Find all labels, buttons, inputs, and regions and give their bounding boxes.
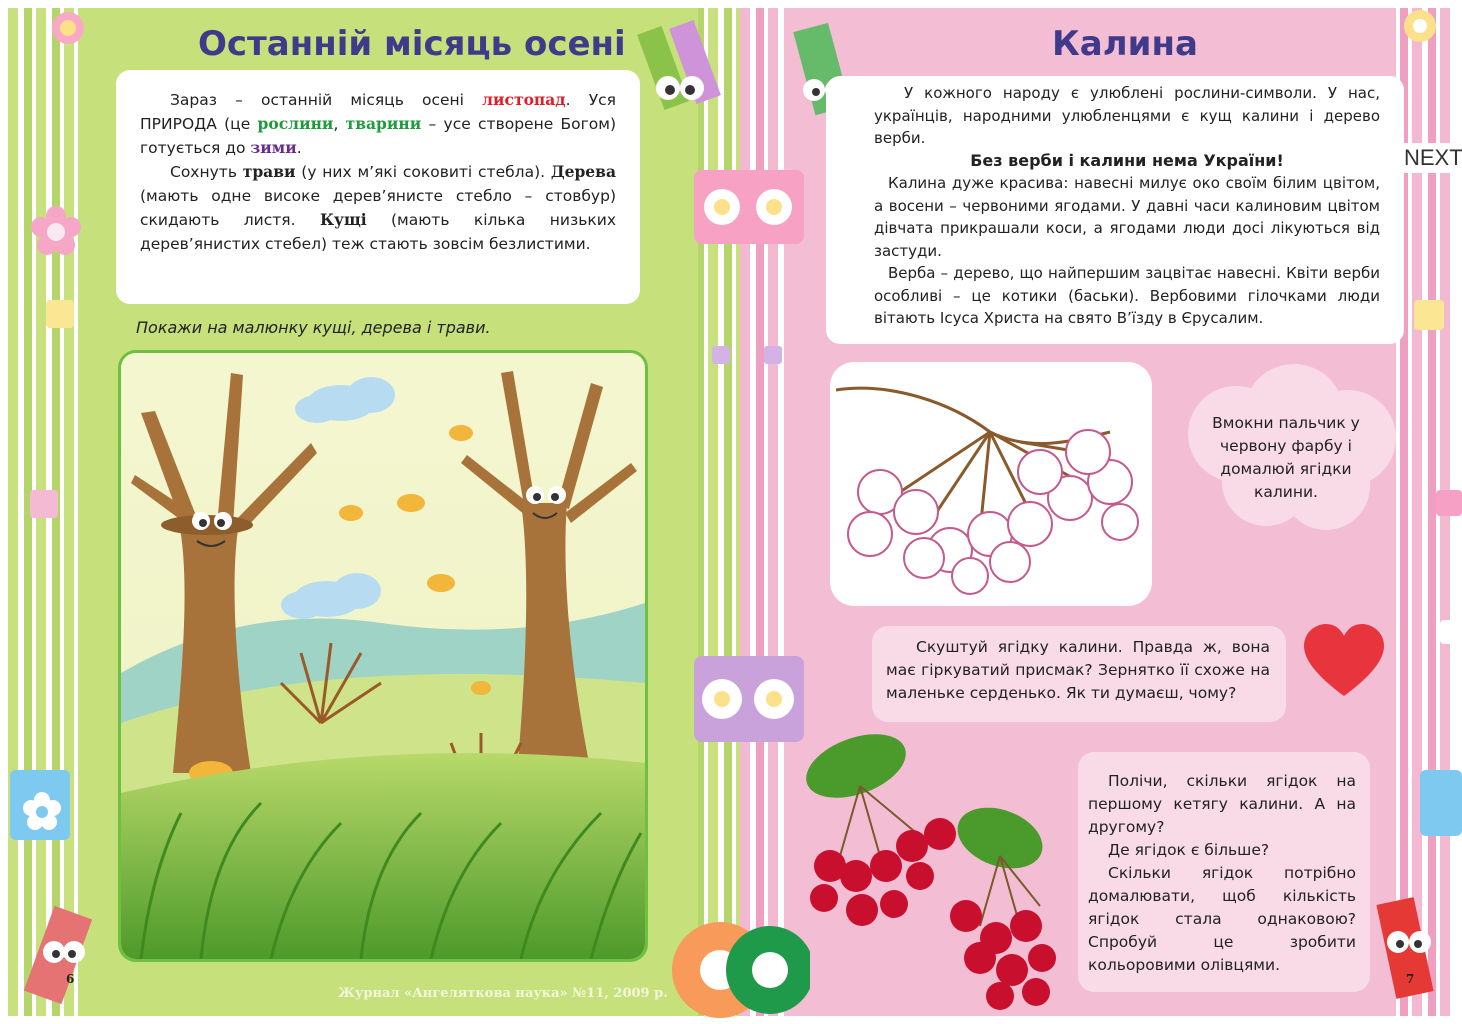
pencil-character-icon bbox=[23, 905, 93, 1005]
picture-instruction: Покажи на малюнку кущі, дерева і трави. bbox=[136, 318, 491, 337]
left-page-title: Останній місяць осені bbox=[198, 24, 626, 64]
keyword-winter: зими bbox=[250, 138, 297, 157]
counting-question-1: Полічи, скільки ягідок на першому кетягу… bbox=[1088, 772, 1356, 836]
magazine-footer: Журнал «Ангеляткова наука» №11, 2009 р. bbox=[338, 986, 668, 1001]
decor-square bbox=[30, 490, 58, 518]
decor-square bbox=[712, 346, 730, 364]
decor-square bbox=[1414, 300, 1444, 330]
keyword-bushes: Кущі bbox=[319, 210, 367, 229]
taste-text: Скуштуй ягідку калини. Правда ж, вона ма… bbox=[886, 638, 1270, 702]
cloud-icon bbox=[281, 573, 381, 619]
flower-icon bbox=[702, 679, 794, 719]
viburnum-berries-illustration bbox=[806, 734, 1056, 1010]
left-page-number: 6 bbox=[66, 972, 75, 986]
pencil-character-icon bbox=[1376, 897, 1434, 999]
autumn-paragraph-1: Зараз – останній місяць осені листопад. … bbox=[140, 88, 616, 160]
keyword-grass: трави bbox=[242, 162, 296, 181]
keyword-animals: тварини bbox=[345, 114, 422, 133]
flower-icon bbox=[704, 189, 792, 225]
taste-bubble: Скуштуй ягідку калини. Правда ж, вона ма… bbox=[872, 626, 1286, 722]
grass-blades bbox=[139, 801, 643, 959]
text-span: . Уся ПРИРОДА (це bbox=[140, 91, 616, 133]
text-span: (мають одне високе дерев’янисте стебло –… bbox=[140, 187, 616, 229]
counting-question-3: Скільки ягідок потрібно домалювати, щоб … bbox=[1088, 864, 1356, 974]
autumn-textbox: Зараз – останній місяць осені листопад. … bbox=[116, 70, 640, 304]
cloud-bubble-icon bbox=[1188, 364, 1396, 530]
heart-icon bbox=[1304, 624, 1384, 696]
text-span: , bbox=[333, 115, 346, 133]
text-span: . bbox=[296, 139, 302, 157]
next-button[interactable]: NEXT bbox=[1400, 143, 1462, 173]
cloud-icon bbox=[295, 377, 395, 423]
right-page-title: Калина bbox=[1052, 24, 1198, 64]
autumn-illustration bbox=[118, 350, 648, 962]
flower-icon bbox=[23, 792, 61, 830]
tree-right bbox=[461, 371, 637, 773]
right-decor bbox=[1404, 10, 1462, 836]
right-page-number: 7 bbox=[1406, 972, 1415, 986]
pencil-character-icon bbox=[637, 19, 721, 111]
coloring-box bbox=[830, 362, 1152, 606]
kalyna-intro: У кожного народу є улюблені рослини-симв… bbox=[874, 84, 1380, 147]
decor-square bbox=[1436, 490, 1462, 516]
flower-icon bbox=[1404, 10, 1436, 42]
grass bbox=[121, 753, 645, 959]
cloud-instruction: Вмокни пальчик у червону фарбу і домалюй… bbox=[1212, 414, 1360, 501]
keyword-plants: рослини bbox=[257, 114, 334, 133]
text-span: – усе створене Богом) готується до bbox=[140, 115, 616, 157]
leaf-icon bbox=[806, 734, 1043, 869]
flower-icon bbox=[52, 12, 84, 44]
counting-question-2: Де ягідок є більше? bbox=[1108, 841, 1270, 859]
keyword-november: листопад bbox=[482, 90, 566, 109]
text-span: Сохнуть bbox=[170, 163, 243, 181]
text-span: (мають кілька низьких дерев’янистих стеб… bbox=[140, 211, 616, 253]
keyword-trees: Дерева bbox=[550, 162, 616, 181]
decor-square bbox=[1440, 620, 1462, 644]
viburnum-branch-outline bbox=[835, 386, 1139, 595]
autumn-scene-svg bbox=[121, 353, 645, 959]
berry-outlines bbox=[847, 429, 1139, 595]
decor-square bbox=[764, 346, 782, 364]
verba-paragraph: Верба – дерево, що найпершим зацвітає на… bbox=[874, 264, 1380, 327]
left-decor-flowers bbox=[10, 12, 84, 840]
kalyna-paragraph: Калина дуже красива: навесні милує око с… bbox=[874, 174, 1380, 260]
berry-icon bbox=[810, 818, 1056, 1010]
text-span: (у них м’які соковиті стебла). bbox=[295, 163, 551, 181]
counting-box: Полічи, скільки ягідок на першому кетягу… bbox=[1078, 752, 1370, 992]
flower-icon bbox=[31, 206, 81, 255]
decor-square bbox=[1420, 770, 1462, 836]
decor-square bbox=[46, 300, 74, 328]
kalyna-slogan: Без верби і калини нема України! bbox=[970, 150, 1284, 170]
kalyna-textbox: У кожного народу є улюблені рослини-симв… bbox=[826, 76, 1404, 344]
autumn-paragraph-2: Сохнуть трави (у них м’які соковиті стеб… bbox=[140, 160, 616, 256]
text-span: Зараз – останній місяць осені bbox=[170, 91, 483, 109]
tree-left bbox=[131, 373, 317, 773]
flower-icon bbox=[672, 922, 810, 1018]
